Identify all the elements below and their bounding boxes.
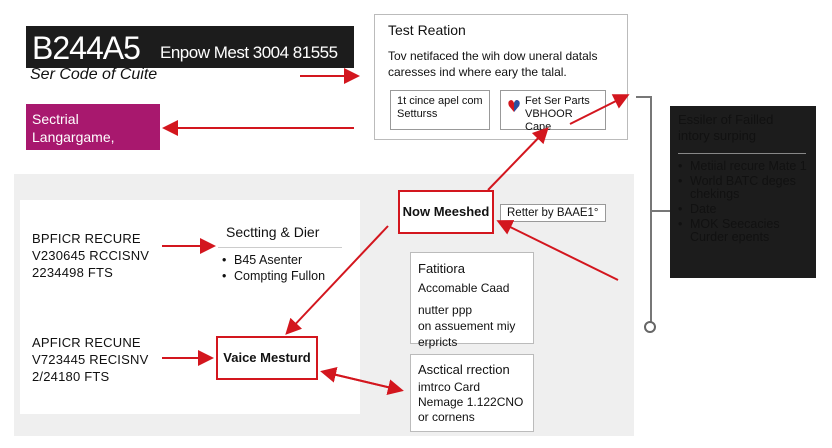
section-divider [218, 247, 342, 248]
now-meeshed-node[interactable]: Now Meeshed [398, 190, 494, 234]
header-subtitle: Ser Code of Cuite [30, 66, 158, 83]
record-2-line-3: 2/24180 FTS [32, 369, 110, 384]
header-code: B244A5 [32, 30, 141, 66]
vaice-mesturd-node[interactable]: Vaice Mesturd [216, 336, 318, 380]
magenta-line-2: Cornnoperd [32, 147, 106, 163]
asctical-line: imtrco Card [418, 380, 481, 394]
magenta-line-1: Sectrial Langargame, [32, 111, 115, 145]
dark-list-item: World BATC deges chekings [676, 175, 814, 201]
asctical-line: or cornens [418, 410, 475, 424]
asctical-card-title: Asctical rrection [418, 362, 510, 377]
section-list-item: B45 Asenter [222, 252, 325, 268]
retter-label: Retter by BAAE1° [500, 204, 606, 222]
magenta-label-box[interactable]: Sectrial Langargame, Cornnoperd [26, 104, 160, 163]
header-banner [26, 26, 354, 68]
connector-mid [650, 210, 670, 212]
mini-right-line-1: Fet Ser Parts [525, 95, 590, 107]
record-1-line-2: V230645 RCCISNV [32, 248, 150, 263]
top-card-body: Tov netifaced the wih dow uneral datals … [388, 48, 624, 80]
fatitiora-line: erpricts [418, 335, 458, 349]
dark-list-item: MOK Seecacies Curder epents [676, 218, 814, 244]
dark-panel-title: Essiler of Failled intory surping [678, 112, 808, 144]
record-block-1[interactable]: BPFICR RECURE V230645 RCCISNV 2234498 FT… [32, 230, 149, 281]
fatitiora-line: Accomable Caad [418, 281, 510, 295]
record-1-line-1: BPFICR RECURE [32, 231, 141, 246]
fatitiora-card-title: Fatitiora [418, 261, 465, 276]
record-2-line-1: APFICR RECUNE [32, 335, 141, 350]
dark-panel-list: Metiial recure Mate 1 World BATC deges c… [676, 160, 814, 246]
dark-list-item: Date [676, 203, 814, 217]
dark-panel-divider [678, 153, 806, 154]
mini-left-line-1: 1t cince apel com [397, 95, 483, 107]
top-card-body-line-2: caresses ind where eary the talal. [388, 65, 567, 79]
asctical-card-body: imtrco Card Nemage 1.122CNO or cornens [418, 380, 532, 425]
section-list-item: Compting Fullon [222, 268, 325, 284]
top-card-body-line-1: Tov netifaced the wih dow uneral datals [388, 49, 598, 63]
dark-title-line-2: intory surping [678, 128, 757, 143]
heart-icon [508, 100, 520, 112]
connector-top [636, 96, 652, 98]
asctical-card[interactable] [410, 354, 534, 432]
top-card-title: Test Reation [388, 22, 466, 38]
connector-node [644, 321, 656, 333]
record-block-2[interactable]: APFICR RECUNE V723445 RECISNV 2/24180 FT… [32, 334, 148, 385]
fatitiora-line: on assuement miy [418, 319, 516, 333]
section-list: B45 Asenter Compting Fullon [222, 252, 325, 284]
record-2-line-2: V723445 RECISNV [32, 352, 149, 367]
fatitiora-card-body: Accomable Caad nutter ppp on assuement m… [418, 280, 530, 350]
fatitiora-line: nutter ppp [418, 303, 473, 317]
header-title: Enpow Mest 3004 81555 [160, 43, 338, 62]
asctical-line: Nemage 1.122CNO [418, 395, 524, 409]
mini-right-line-2: VBHOOR Cape [525, 108, 573, 133]
top-card-mini-left[interactable]: 1t cince apel com Setturss [390, 90, 490, 130]
dark-title-line-1: Essiler of Failled [678, 112, 774, 127]
dark-list-item: Metiial recure Mate 1 [676, 160, 814, 174]
record-1-line-3: 2234498 FTS [32, 265, 113, 280]
mini-left-line-2: Setturss [397, 108, 438, 120]
section-heading: Sectting & Dier [226, 224, 320, 240]
